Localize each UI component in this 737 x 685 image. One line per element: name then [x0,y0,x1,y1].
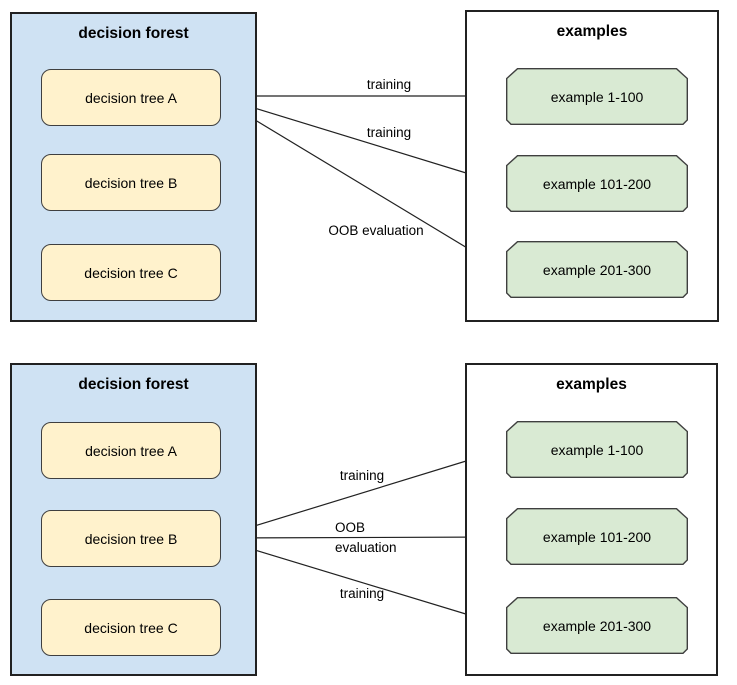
example-node-label: example 1-100 [550,88,644,105]
forest-title: decision forest [78,376,189,393]
tree-node-b: decision tree B [41,154,221,211]
card-shape [506,68,688,125]
example-node-1-100: example 1-100 [506,68,688,125]
example-node-label: example 201-300 [542,261,652,278]
example-node-label: example 1-100 [550,441,644,458]
tree-node-label: decision tree A [85,89,177,106]
tree-node-label: decision tree A [85,442,177,459]
arrow-label-training-1: training [339,468,385,483]
example-node-1-100: example 1-100 [506,421,688,478]
examples-title: examples [556,376,627,393]
arrow-label-training-2: training [339,586,385,601]
arrow-label-oob-evaluation: OOB evaluation [328,223,424,238]
forest-title: decision forest [78,25,189,42]
example-node-101-200: example 101-200 [506,155,688,212]
tree-node-b: decision tree B [41,510,221,567]
tree-node-label: decision tree C [84,619,178,636]
card-shape [506,241,688,298]
tree-node-label: decision tree B [84,174,178,191]
arrow-label-oob-evaluation: OOB evaluation [335,520,397,555]
tree-node-a: decision tree A [41,69,221,126]
example-node-201-300: example 201-300 [506,597,688,654]
arrow-label-training-2: training [366,125,412,140]
card-shape [506,421,688,478]
card-shape [506,597,688,654]
tree-node-label: decision tree C [84,264,178,281]
examples-title: examples [556,23,628,40]
example-node-201-300: example 201-300 [506,241,688,298]
tree-node-c: decision tree C [41,244,221,301]
tree-node-label: decision tree B [84,530,178,547]
card-shape [506,155,688,212]
tree-node-a: decision tree A [41,422,221,479]
arrow-label-training-1: training [366,77,412,92]
card-shape [506,508,688,565]
example-node-label: example 201-300 [542,617,652,634]
tree-node-c: decision tree C [41,599,221,656]
example-node-101-200: example 101-200 [506,508,688,565]
example-node-label: example 101-200 [542,175,652,192]
example-node-label: example 101-200 [542,528,652,545]
